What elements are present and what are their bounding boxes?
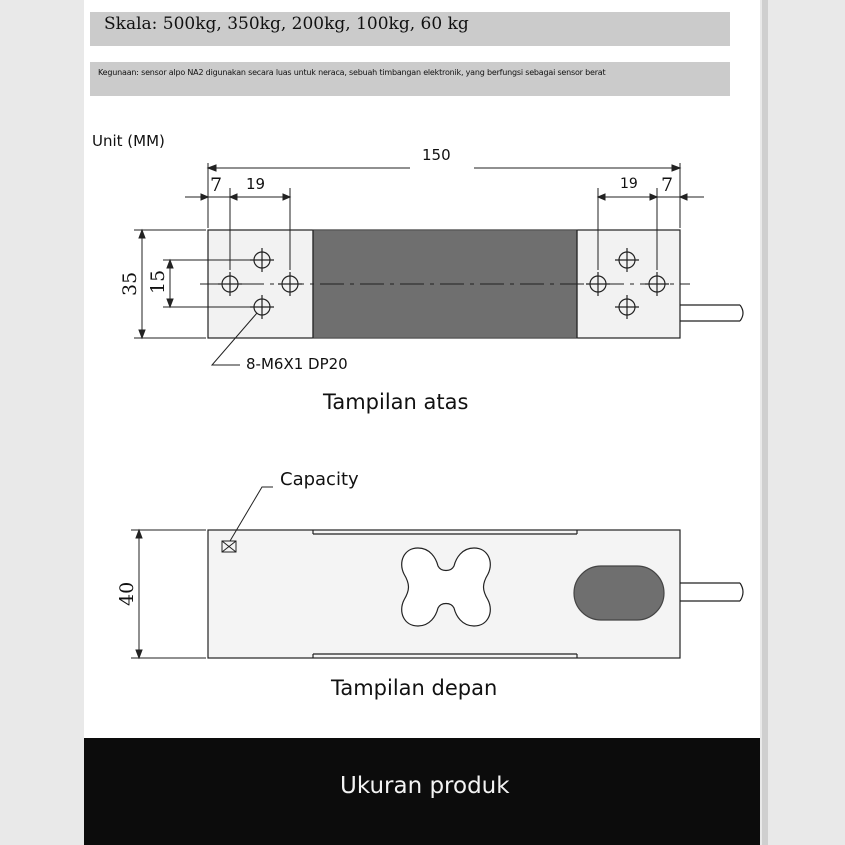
scale-band bbox=[90, 12, 730, 46]
dim-15 bbox=[163, 258, 252, 309]
dim-left-19-label: 19 bbox=[246, 175, 265, 193]
scale-text: Skala: 500kg, 350kg, 200kg, 100kg, 60 kg bbox=[104, 14, 469, 34]
dim-35 bbox=[134, 228, 206, 340]
dim-35-label: 35 bbox=[119, 272, 141, 296]
dim-right-7-label: 7 bbox=[661, 174, 673, 196]
usage-text: Kegunaan: sensor alpo NA2 digunakan seca… bbox=[98, 68, 606, 77]
hole-callout-label: 8-M6X1 DP20 bbox=[246, 355, 348, 373]
dim-40 bbox=[131, 528, 206, 660]
dim-left-7-19 bbox=[185, 188, 292, 270]
unit-label: Unit (MM) bbox=[92, 132, 165, 150]
top-view bbox=[134, 163, 744, 366]
top-view-holes-left bbox=[218, 248, 302, 319]
footer-title: Ukuran produk bbox=[340, 773, 510, 799]
front-view-cable bbox=[680, 582, 744, 602]
capacity-leader bbox=[229, 486, 273, 542]
dim-left-7-label: 7 bbox=[210, 174, 222, 196]
hole-callout-leader bbox=[210, 312, 258, 366]
top-view-caption: Tampilan atas bbox=[323, 390, 469, 414]
front-view-gauge-cover bbox=[573, 565, 665, 621]
dim-150 bbox=[206, 163, 682, 228]
top-view-cable bbox=[680, 304, 744, 322]
footer-banner bbox=[84, 738, 760, 845]
capacity-label: Capacity bbox=[280, 469, 359, 490]
dim-150-label: 150 bbox=[422, 146, 451, 164]
dim-15-label: 15 bbox=[147, 270, 169, 294]
dim-40-label: 40 bbox=[116, 582, 138, 606]
usage-band bbox=[90, 62, 730, 96]
front-view-cutout bbox=[401, 547, 491, 627]
top-view-holes-right bbox=[586, 248, 669, 319]
page-edge bbox=[762, 0, 768, 845]
dim-right-19-7 bbox=[596, 188, 704, 270]
front-view-caption: Tampilan depan bbox=[331, 676, 498, 700]
capacity-marker bbox=[221, 540, 237, 553]
dim-right-19-label: 19 bbox=[620, 176, 638, 192]
front-view bbox=[131, 486, 744, 660]
product-sheet bbox=[84, 0, 760, 845]
